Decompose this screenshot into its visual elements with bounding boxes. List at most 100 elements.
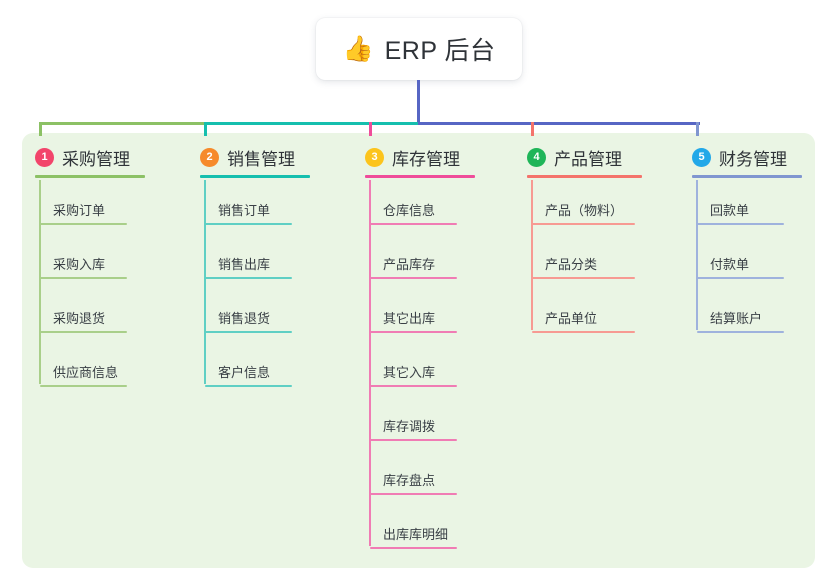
branch-drop-line-1 — [39, 122, 42, 136]
bus-segment-1 — [39, 122, 205, 125]
branch-spine-3 — [369, 180, 371, 546]
leaf-node[interactable]: 产品单位 — [532, 308, 635, 333]
branch-number-badge: 4 — [527, 147, 546, 167]
branch-spine-4 — [531, 180, 533, 330]
branch-title: 财务管理 — [719, 149, 787, 169]
branch-header-库存管理[interactable]: 3 库存管理 — [365, 140, 475, 178]
leaf-node-rule — [205, 223, 292, 225]
leaf-node-label: 采购入库 — [53, 257, 106, 272]
leaf-node-rule — [532, 277, 635, 279]
leaf-node[interactable]: 付款单 — [697, 254, 784, 279]
branch-header-rule — [200, 175, 310, 178]
leaf-node[interactable]: 库存调拨 — [370, 416, 457, 441]
branch-drop-line-3 — [369, 122, 372, 136]
branch-drop-line-5 — [696, 122, 699, 136]
leaf-node[interactable]: 其它出库 — [370, 308, 457, 333]
leaf-node-rule — [370, 493, 457, 495]
leaf-node[interactable]: 库存盘点 — [370, 470, 457, 495]
branch-header-rule — [692, 175, 802, 178]
branch-column-3: 3 库存管理 — [365, 140, 475, 178]
branch-number-badge: 2 — [200, 147, 219, 167]
leaf-node[interactable]: 产品（物料） — [532, 200, 635, 225]
leaf-node-rule — [697, 223, 784, 225]
leaf-node-label: 销售订单 — [218, 203, 271, 218]
branch-title: 销售管理 — [227, 149, 295, 169]
leaf-node-label: 结算账户 — [710, 311, 763, 326]
leaf-node-label: 采购退货 — [53, 311, 106, 326]
leaf-node-rule — [370, 223, 457, 225]
leaf-node[interactable]: 采购入库 — [40, 254, 127, 279]
leaf-node[interactable]: 产品分类 — [532, 254, 635, 279]
leaf-node[interactable]: 回款单 — [697, 200, 784, 225]
leaf-node-label: 其它入库 — [383, 365, 436, 380]
branch-header-销售管理[interactable]: 2 销售管理 — [200, 140, 310, 178]
thumbs-up-icon: 👍 — [342, 34, 374, 63]
branch-header-产品管理[interactable]: 4 产品管理 — [527, 140, 642, 178]
leaf-node-label: 出库库明细 — [383, 527, 449, 542]
branch-spine-2 — [204, 180, 206, 384]
branch-header-rule — [35, 175, 145, 178]
leaf-node-rule — [40, 385, 127, 387]
branch-spine-5 — [696, 180, 698, 330]
leaf-node-rule — [370, 277, 457, 279]
branch-title: 库存管理 — [392, 149, 460, 169]
leaf-node-rule — [697, 331, 784, 333]
leaf-node[interactable]: 销售退货 — [205, 308, 292, 333]
leaf-node-rule — [532, 223, 635, 225]
diagram-panel — [22, 133, 815, 568]
leaf-node-rule — [370, 547, 457, 549]
leaf-node-rule — [205, 331, 292, 333]
leaf-node[interactable]: 采购退货 — [40, 308, 127, 333]
leaf-node[interactable]: 其它入库 — [370, 362, 457, 387]
branch-number-badge: 3 — [365, 147, 384, 167]
leaf-node-rule — [370, 385, 457, 387]
leaf-node-rule — [370, 439, 457, 441]
root-node[interactable]: 👍 ERP 后台 — [316, 18, 522, 80]
leaf-node-label: 产品（物料） — [545, 203, 624, 218]
leaf-node-label: 回款单 — [710, 203, 750, 218]
leaf-node[interactable]: 销售出库 — [205, 254, 292, 279]
leaf-node[interactable]: 结算账户 — [697, 308, 784, 333]
leaf-node[interactable]: 仓库信息 — [370, 200, 457, 225]
root-stem-line — [417, 80, 420, 125]
leaf-node-rule — [205, 385, 292, 387]
root-node-title: ERP 后台 — [384, 37, 496, 65]
leaf-node-rule — [205, 277, 292, 279]
leaf-node-rule — [40, 277, 127, 279]
branch-drop-line-4 — [531, 122, 534, 136]
branch-column-4: 4 产品管理 — [527, 140, 642, 178]
leaf-node-label: 采购订单 — [53, 203, 106, 218]
branch-title: 产品管理 — [554, 149, 622, 169]
leaf-node-rule — [40, 223, 127, 225]
leaf-node-rule — [532, 331, 635, 333]
leaf-node-rule — [697, 277, 784, 279]
leaf-node[interactable]: 供应商信息 — [40, 362, 127, 387]
bus-segment-3 — [418, 122, 700, 125]
leaf-node-label: 销售出库 — [218, 257, 271, 272]
leaf-node-label: 产品单位 — [545, 311, 598, 326]
branch-number-badge: 1 — [35, 147, 54, 167]
leaf-node-rule — [370, 331, 457, 333]
branch-header-rule — [527, 175, 642, 178]
branch-header-rule — [365, 175, 475, 178]
leaf-node-label: 销售退货 — [218, 311, 271, 326]
leaf-node-label: 产品分类 — [545, 257, 598, 272]
leaf-node-label: 库存调拨 — [383, 419, 436, 434]
leaf-node[interactable]: 出库库明细 — [370, 524, 457, 549]
leaf-node-label: 其它出库 — [383, 311, 436, 326]
leaf-node-label: 供应商信息 — [53, 365, 119, 380]
leaf-node[interactable]: 客户信息 — [205, 362, 292, 387]
branch-header-采购管理[interactable]: 1 采购管理 — [35, 140, 145, 178]
branch-drop-line-2 — [204, 122, 207, 136]
leaf-node-label: 客户信息 — [218, 365, 271, 380]
branch-column-2: 2 销售管理 — [200, 140, 310, 178]
branch-title: 采购管理 — [62, 149, 130, 169]
leaf-node[interactable]: 采购订单 — [40, 200, 127, 225]
leaf-node[interactable]: 产品库存 — [370, 254, 457, 279]
bus-segment-2 — [205, 122, 418, 125]
leaf-node[interactable]: 销售订单 — [205, 200, 292, 225]
leaf-node-label: 产品库存 — [383, 257, 436, 272]
